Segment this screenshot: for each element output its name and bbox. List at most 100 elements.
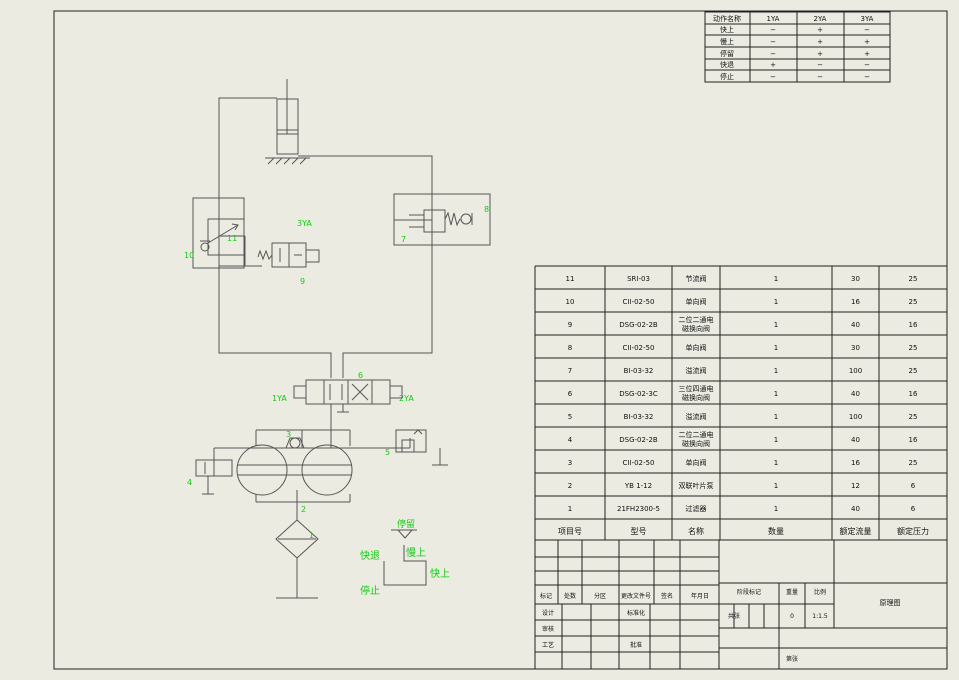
parts-cell: 40 [851,505,860,513]
action-cell: 停留 [720,49,734,58]
parts-cell: 单向阀 [686,343,707,352]
action-cell: − [817,61,823,69]
parts-cell: 单向阀 [686,297,707,306]
cycle-label-stop_hold: 停留 [397,518,415,530]
tb-check: 审核 [542,625,554,633]
tb-zone: 分区 [594,592,606,600]
parts-cell: YB 1-12 [624,482,652,490]
parts-cell: 6 [568,390,573,398]
solenoid-valve-2-2 [257,242,320,268]
parts-cell: 4 [568,436,573,444]
action-cell: + [817,50,823,58]
action-cell: + [770,61,776,69]
parts-cell: 二位二通电 [679,430,714,439]
parts-cell: BI-03-32 [624,413,654,421]
parts-cell: 溢流阀 [686,366,707,375]
check-valve-3 [285,437,305,449]
parts-cell: 25 [909,298,918,306]
parts-cell: 16 [909,390,918,398]
tb-stage: 阶段标记 [737,588,761,596]
tb-change-doc: 更改文件号 [621,592,651,600]
relief-valve-5 [395,429,427,453]
action-cell: 停止 [720,72,734,81]
callout-n3: 3 [286,430,291,439]
action-cell: 慢上 [720,37,734,46]
tb-drawing-name: 原理图 [880,599,901,607]
filter [275,519,319,559]
tb-mark: 标记 [540,592,552,600]
action-cell: − [770,38,776,46]
action-cell: − [817,73,823,81]
tb-count: 处数 [564,592,576,600]
callout-yv3: 3YA [297,219,312,228]
callout-n5: 5 [385,448,390,457]
callout-n10: 10 [184,251,194,260]
parts-cell: DSG-02-2B [619,436,658,444]
solenoid-valve-4 [195,459,233,495]
action-cell: + [817,26,823,34]
parts-cell: 40 [851,390,860,398]
parts-cell: 16 [851,298,860,306]
parts-cell: CII-02-50 [623,459,655,467]
parts-cell: 3 [568,459,572,467]
parts-cell-cont: 磁换向阀 [682,439,710,448]
action-cell: − [864,26,870,34]
parts-cell: 1 [568,505,572,513]
parts-cell: 100 [849,413,862,421]
parts-cell: 16 [851,459,860,467]
parts-cell: CII-02-50 [623,344,655,352]
action-cell: + [817,38,823,46]
parts-cell: BI-03-32 [624,367,654,375]
parts-cell: 1 [774,367,778,375]
parts-cell: 溢流阀 [686,412,707,421]
parts-header-cell: 型号 [631,527,647,536]
action-header-cell: 3YA [861,15,874,23]
parts-cell: 25 [909,459,918,467]
tb-design: 设计 [542,609,554,617]
parts-cell: 6 [911,505,916,513]
action-cell: 快上 [720,25,734,34]
tb-weight-label: 重量 [786,588,798,596]
parts-cell: 1 [774,390,778,398]
tb-process: 工艺 [542,641,554,649]
callout-yv2: 2YA [399,394,414,403]
parts-cell: 11 [566,275,575,283]
callout-n1: 1 [309,531,314,540]
action-cell: + [864,38,870,46]
tb-sheet: 第张 [786,655,798,663]
parts-header-cell: 额定流量 [840,526,872,536]
parts-cell: 25 [909,367,918,375]
parts-cell: 40 [851,321,860,329]
tb-standard: 标准化 [627,609,645,617]
parts-cell: 9 [568,321,572,329]
parts-cell: 二位二通电 [679,315,714,324]
callout-n2: 2 [301,505,306,514]
parts-cell: 30 [851,275,860,283]
parts-cell: 30 [851,344,860,352]
parts-cell: DSG-02-3C [619,390,658,398]
action-header-cell: 2YA [814,15,827,23]
parts-cell: 16 [909,436,918,444]
parts-cell: 25 [909,413,918,421]
parts-cell: SRI-03 [627,275,650,283]
cycle-label-rapid_up: 快上 [430,568,450,580]
parts-cell: 1 [774,459,778,467]
parts-cell: 1 [774,436,778,444]
callout-n9: 9 [300,277,305,286]
tb-date: 年月日 [691,592,709,600]
parts-header-cell: 项目号 [558,527,582,536]
parts-cell: 10 [566,298,575,306]
action-cell: 快退 [720,60,734,69]
relief-valve-assembly [393,193,491,246]
callout-n8: 8 [484,205,489,214]
action-cell: − [770,50,776,58]
action-cell: − [864,61,870,69]
parts-cell: 6 [911,482,916,490]
hydraulic-cylinder [265,79,310,165]
parts-cell: 1 [774,482,778,490]
cycle-label-stop: 停止 [360,584,380,597]
callout-n4: 4 [187,478,192,487]
